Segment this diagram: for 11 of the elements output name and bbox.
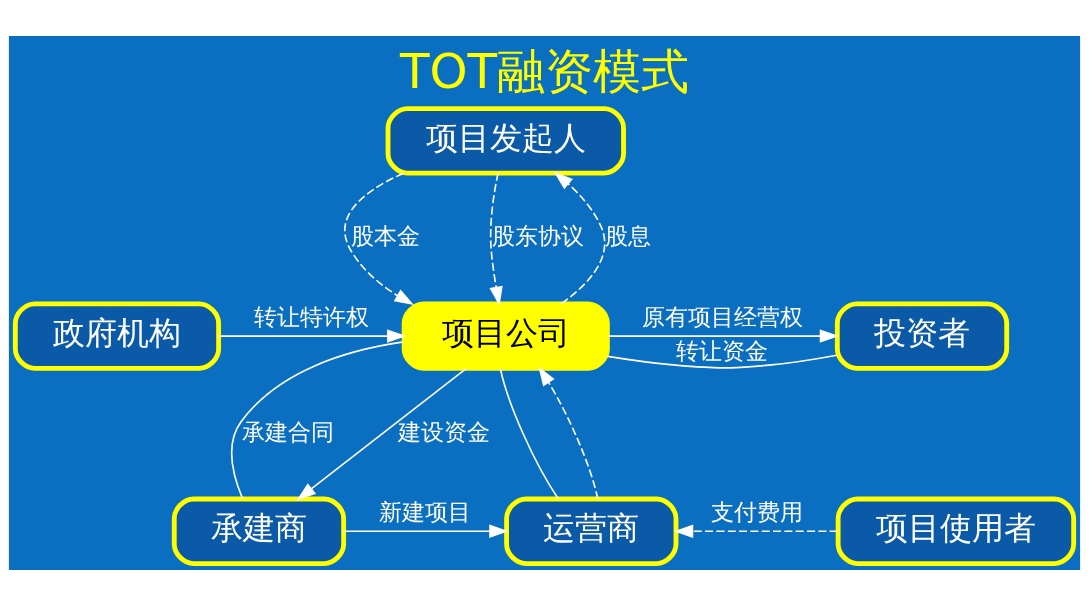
- edge-label: 股东协议: [492, 222, 585, 249]
- edge-label: 新建项目: [379, 498, 472, 525]
- edge-label: 转让资金: [676, 337, 769, 364]
- edge-label: 建设资金: [398, 418, 491, 445]
- edge-label: 转让特许权: [253, 303, 369, 330]
- edge-label: 股息: [604, 222, 651, 249]
- edge-label: 股本金: [351, 222, 421, 249]
- edge-label: 承建合同: [241, 418, 334, 445]
- edge-label: 支付费用: [711, 498, 804, 525]
- diagram-title: TOT融资模式: [399, 42, 690, 99]
- edge-label: 原有项目经营权: [641, 303, 803, 330]
